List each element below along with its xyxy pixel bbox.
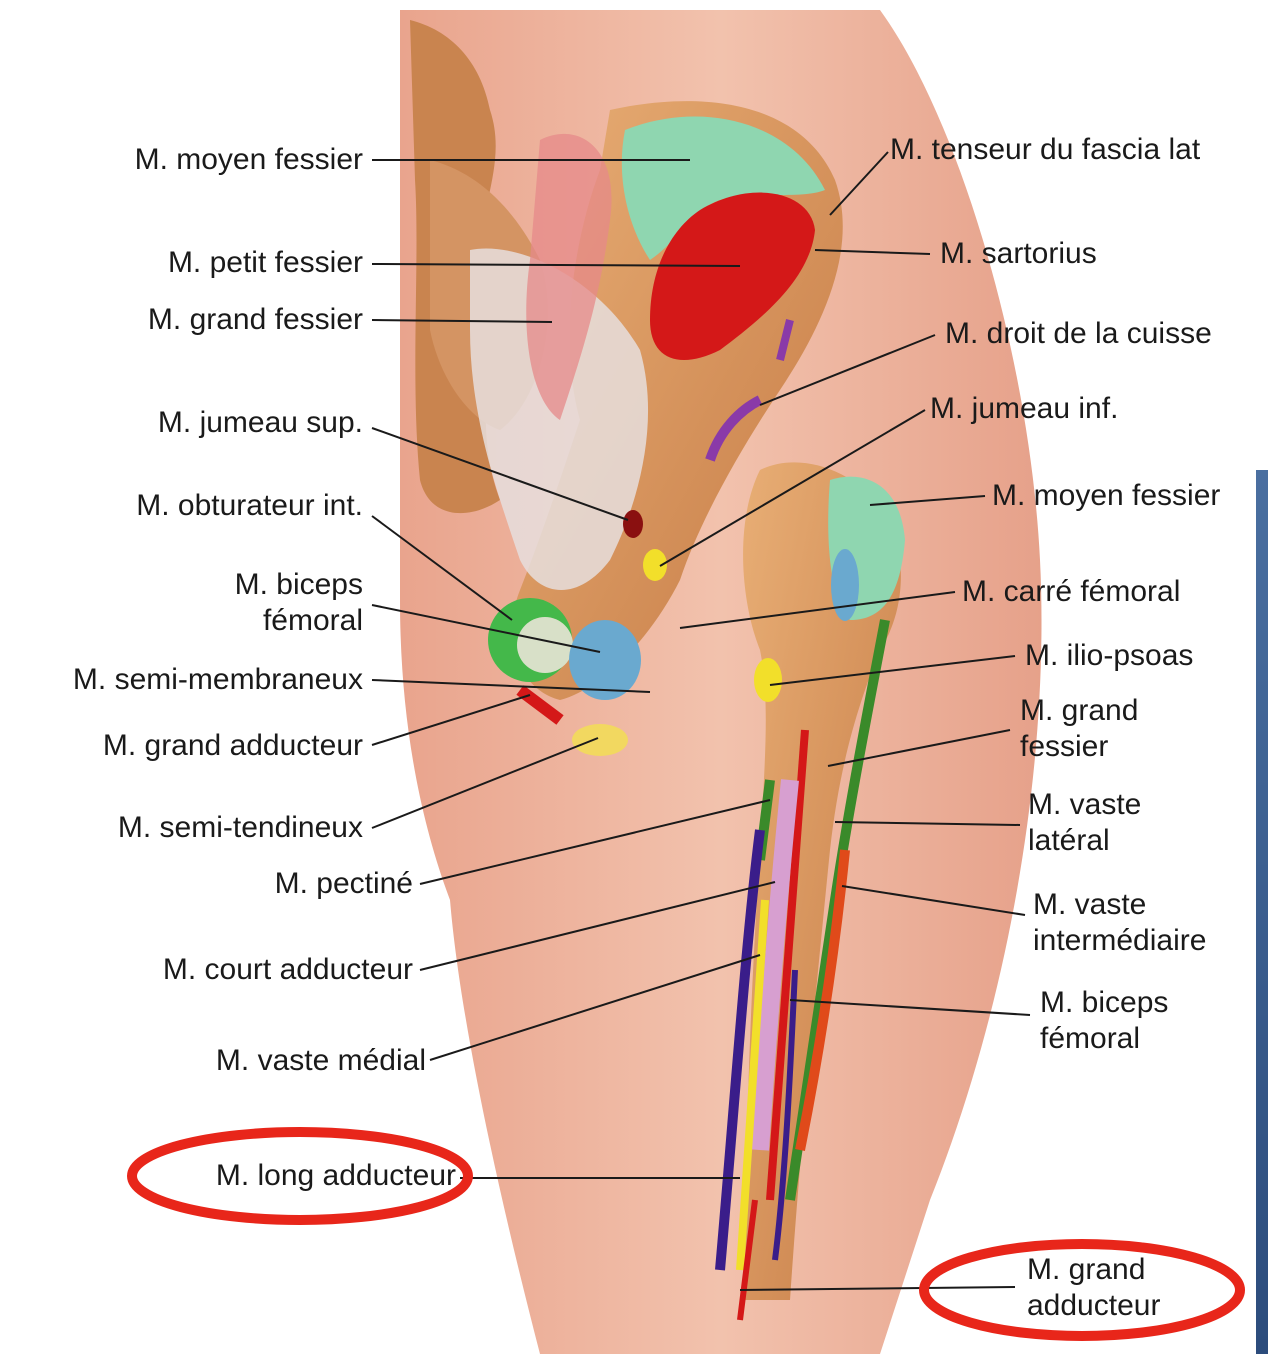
label-vaste-intermediaire-1: M. vaste — [1033, 887, 1146, 923]
label-vaste-lateral-1: M. vaste — [1028, 787, 1141, 823]
label-biceps-femoral-left-1: M. biceps — [235, 567, 363, 603]
label-long-adducteur: M. long adducteur — [216, 1158, 456, 1194]
label-semi-tendineux: M. semi-tendineux — [118, 810, 363, 846]
label-moyen-fessier-left: M. moyen fessier — [135, 142, 363, 178]
label-sartorius: M. sartorius — [940, 236, 1097, 272]
blue-trochanter — [831, 549, 859, 621]
label-vaste-medial: M. vaste médial — [216, 1043, 426, 1079]
label-biceps-femoral-right-1: M. biceps — [1040, 985, 1168, 1021]
label-tenseur-fascia-lata: M. tenseur du fascia lat — [890, 132, 1200, 168]
dark-red-dot — [623, 510, 643, 538]
label-court-adducteur: M. court adducteur — [163, 952, 413, 988]
yellow-lesser-trochanter — [754, 658, 782, 702]
label-grand-fessier-right-1: M. grand — [1020, 693, 1138, 729]
label-biceps-femoral-right-2: fémoral — [1040, 1021, 1140, 1057]
label-biceps-femoral-left-2: fémoral — [263, 603, 363, 639]
label-obturateur-int: M. obturateur int. — [136, 488, 363, 524]
label-grand-fessier-left: M. grand fessier — [148, 302, 363, 338]
label-vaste-lateral-2: latéral — [1028, 823, 1110, 859]
label-grand-adducteur-right-2: adducteur — [1027, 1288, 1160, 1324]
label-grand-fessier-right-2: fessier — [1020, 729, 1108, 765]
label-vaste-intermediaire-2: intermédiaire — [1033, 923, 1206, 959]
label-pectine: M. pectiné — [275, 866, 413, 902]
label-moyen-fessier-right: M. moyen fessier — [992, 478, 1220, 514]
label-jumeau-inf: M. jumeau inf. — [930, 391, 1118, 427]
yellow-area — [572, 724, 628, 756]
label-grand-adducteur-right-1: M. grand — [1027, 1252, 1145, 1288]
label-petit-fessier: M. petit fessier — [168, 245, 363, 281]
label-semi-membraneux: M. semi-membraneux — [73, 662, 363, 698]
label-ilio-psoas: M. ilio-psoas — [1025, 638, 1193, 674]
label-grand-adducteur-left: M. grand adducteur — [103, 728, 363, 764]
label-jumeau-sup: M. jumeau sup. — [158, 405, 363, 441]
label-carre-femoral: M. carré fémoral — [962, 574, 1180, 610]
label-droit-de-la-cuisse: M. droit de la cuisse — [945, 316, 1212, 352]
